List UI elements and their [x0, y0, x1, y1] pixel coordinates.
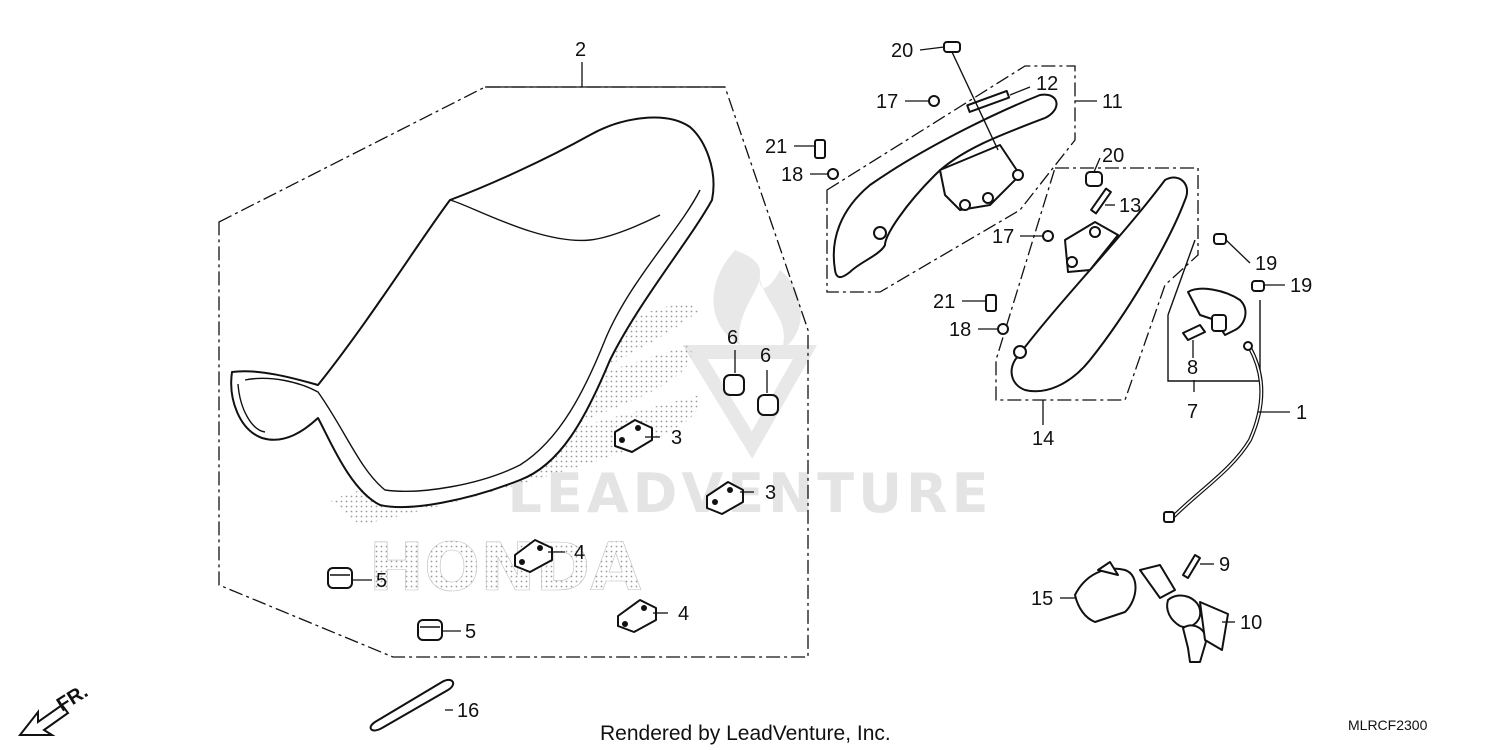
callout-18a: 18: [781, 164, 803, 186]
seat-callout-tick: [485, 62, 725, 88]
seat-lock-bracket: [1187, 287, 1247, 336]
seat-cushion-3-a: [614, 419, 653, 453]
grab-rail-14: [1010, 176, 1188, 393]
leadventure-watermark: LEADVENTURE: [508, 250, 993, 525]
washer-18-a: [827, 168, 839, 180]
nut-17-a: [928, 95, 940, 107]
rubber-grommet-6-a: [723, 374, 745, 396]
callout-1: 1: [1296, 402, 1307, 424]
footer-credit: Rendered by LeadVenture, Inc.: [600, 722, 891, 745]
callout-10: 10: [1240, 612, 1262, 634]
band-16: [369, 678, 455, 732]
seat-lock-cable-1: [1163, 341, 1264, 523]
seat-cushion-3-b: [706, 481, 744, 515]
callout-9: 9: [1219, 554, 1230, 576]
washer-18-b: [997, 323, 1009, 335]
callout-17b: 17: [992, 226, 1014, 248]
label-12: [966, 89, 1011, 113]
rail-14-group-boundary: [995, 167, 1199, 401]
callout-13: 13: [1119, 195, 1141, 217]
pin-9: [1182, 554, 1201, 579]
key-set-10: [1139, 564, 1229, 663]
callout-3a: 3: [671, 427, 682, 449]
callout-20a: 20: [891, 40, 913, 62]
svg-text:LEADVENTURE: LEADVENTURE: [508, 462, 993, 525]
callout-2: 2: [575, 39, 586, 61]
callout-15: 15: [1031, 588, 1053, 610]
callout-20b: 20: [1102, 145, 1124, 167]
callout-16: 16: [457, 700, 479, 722]
rail-11-group-boundary: [826, 65, 1076, 293]
callout-4a: 4: [574, 542, 585, 564]
callout-19b: 19: [1290, 275, 1312, 297]
callout-3b: 3: [765, 482, 776, 504]
damper-5-b: [417, 619, 443, 641]
seat-cushion-4-b: [617, 599, 657, 633]
damper-5-a: [327, 567, 353, 589]
grab-rail-11: [832, 93, 1058, 278]
diagram-code: MLRCF2300: [1348, 717, 1428, 733]
bolt-20-a: [943, 41, 999, 151]
cover-15: [1074, 561, 1137, 623]
rubber-grommet-6-b: [757, 394, 779, 416]
lock-group-boundary: [1167, 239, 1261, 382]
callout-5a: 5: [376, 570, 387, 592]
callout-6a: 6: [727, 327, 738, 349]
leader-lines: [353, 46, 1290, 711]
spring-8: [1182, 324, 1206, 341]
seat: [230, 116, 715, 508]
callout-4b: 4: [678, 603, 689, 625]
callout-14: 14: [1032, 428, 1054, 450]
label-13: [1090, 187, 1112, 215]
bolt-19-a: [1213, 233, 1227, 245]
callout-6b: 6: [760, 345, 771, 367]
bolt-19-b: [1251, 280, 1265, 292]
callout-5b: 5: [465, 621, 476, 643]
seat-cushion-4-a: [514, 539, 553, 573]
front-direction-arrow-icon: FR.: [17, 681, 92, 736]
callout-17a: 17: [876, 91, 898, 113]
nut-17-b: [1042, 230, 1054, 242]
callout-8: 8: [1187, 357, 1198, 379]
bolt-21-b: [985, 294, 997, 312]
callout-12: 12: [1036, 73, 1058, 95]
callout-21a: 21: [765, 136, 787, 158]
bolt-21-a: [814, 139, 826, 159]
callout-19a: 19: [1255, 253, 1277, 275]
callout-21b: 21: [933, 291, 955, 313]
callout-18b: 18: [949, 319, 971, 341]
callout-7: 7: [1187, 401, 1198, 423]
svg-text:HONDA: HONDA: [369, 529, 641, 606]
bolt-20-b: [1085, 171, 1103, 187]
callout-11: 11: [1102, 91, 1123, 113]
callout-labels: 1 2 3 3 4 4 5 5 6 6 7 8 9 10 11 12 13 14…: [376, 39, 1312, 722]
